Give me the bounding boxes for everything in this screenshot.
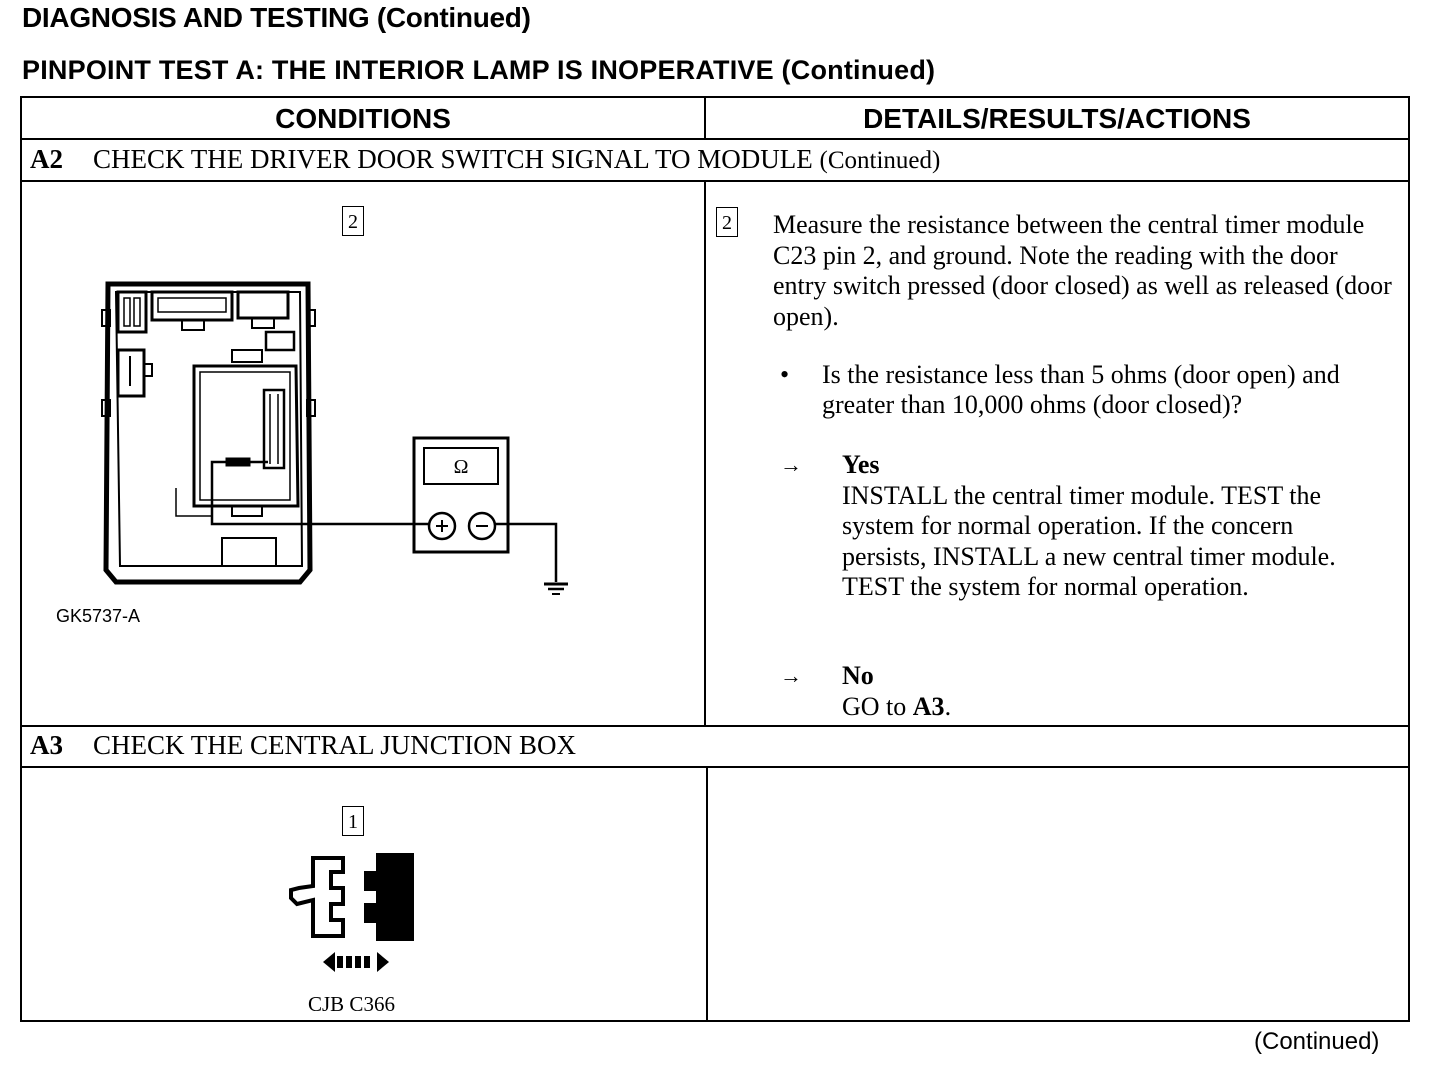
- column-header-details: DETAILS/RESULTS/ACTIONS: [863, 103, 1251, 134]
- pinpoint-test-title: PINPOINT TEST A: THE INTERIOR LAMP IS IN…: [22, 55, 936, 85]
- result-no: No GO to A3.: [842, 661, 1382, 722]
- table-rule: [22, 725, 1408, 727]
- step-a2-heading: A2 CHECK THE DRIVER DOOR SWITCH SIGNAL TO…: [30, 144, 940, 175]
- table-rule: [22, 180, 1408, 182]
- column-divider: [704, 98, 706, 140]
- arrow-right-icon: →: [780, 663, 802, 688]
- page-title: DIAGNOSIS AND TESTING (Continued): [22, 2, 531, 33]
- continued-footer: (Continued): [1254, 1028, 1380, 1055]
- step-id: A2: [30, 144, 63, 174]
- step-title: CHECK THE DRIVER DOOR SWITCH SIGNAL TO M…: [93, 144, 813, 174]
- result-yes: Yes INSTALL the central timer module. TE…: [842, 450, 1382, 603]
- column-divider: [706, 766, 708, 1022]
- figure-caption: CJB C366: [308, 992, 395, 1016]
- go-to-step-link[interactable]: A3: [912, 691, 945, 721]
- result-label: Yes: [842, 450, 880, 479]
- step-title-suffix: (Continued): [819, 147, 941, 174]
- substep-number-box: 2: [342, 206, 364, 236]
- step-id: A3: [30, 730, 63, 760]
- ohm-symbol: Ω: [454, 456, 469, 478]
- substep-number-box: 1: [342, 806, 364, 836]
- column-header-conditions: CONDITIONS: [275, 103, 451, 134]
- table-rule: [22, 766, 1408, 768]
- question-text: Is the resistance less than 5 ohms (door…: [822, 360, 1340, 419]
- figure-caption: GK5737-A: [56, 606, 141, 626]
- column-divider: [704, 180, 706, 727]
- step-instruction: Measure the resistance between the centr…: [773, 210, 1393, 332]
- cjb-connector-diagram: [289, 853, 414, 972]
- result-action: GO to A3.: [842, 692, 1382, 723]
- result-action: INSTALL the central timer module. TEST t…: [842, 480, 1336, 602]
- action-suffix: .: [944, 691, 952, 721]
- module-ohmmeter-diagram: Ω: [101, 281, 568, 595]
- instruction-text: Measure the resistance between the centr…: [773, 210, 1392, 331]
- result-label: No: [842, 661, 874, 690]
- table-rule: [22, 138, 1408, 140]
- action-prefix: GO to: [842, 691, 913, 721]
- bullet-icon: •: [780, 360, 790, 389]
- step-a3-heading: A3 CHECK THE CENTRAL JUNCTION BOX: [30, 730, 576, 761]
- substep-number-box: 2: [716, 207, 738, 237]
- step-title: CHECK THE CENTRAL JUNCTION BOX: [93, 730, 576, 760]
- arrow-right-icon: →: [780, 452, 802, 477]
